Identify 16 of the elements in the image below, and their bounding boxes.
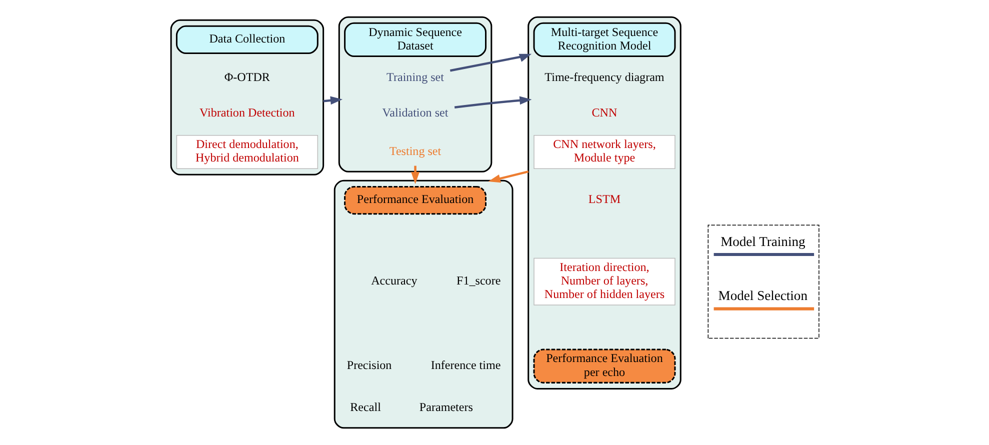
node-text: Recall xyxy=(350,400,380,414)
node-text: Training set xyxy=(386,70,444,84)
node-text: Testing set xyxy=(388,144,441,158)
node-text: Vibration Detection xyxy=(199,105,294,120)
node-text: Time-frequency diagram xyxy=(544,70,664,84)
node-text: Accuracy xyxy=(370,274,417,288)
node-text: LSTM xyxy=(588,192,620,206)
node-text: CNN xyxy=(591,105,617,120)
node-text: Validation set xyxy=(382,105,448,120)
legend-label: Model Training xyxy=(720,234,805,249)
node-text: Φ-OTDR xyxy=(224,70,270,84)
node-text: F1_score xyxy=(456,274,500,288)
node-text: Inference time xyxy=(430,358,500,372)
node-text: Precision xyxy=(346,358,392,372)
node-text: Parameters xyxy=(418,400,472,414)
legend-label: Model Selection xyxy=(718,288,807,304)
